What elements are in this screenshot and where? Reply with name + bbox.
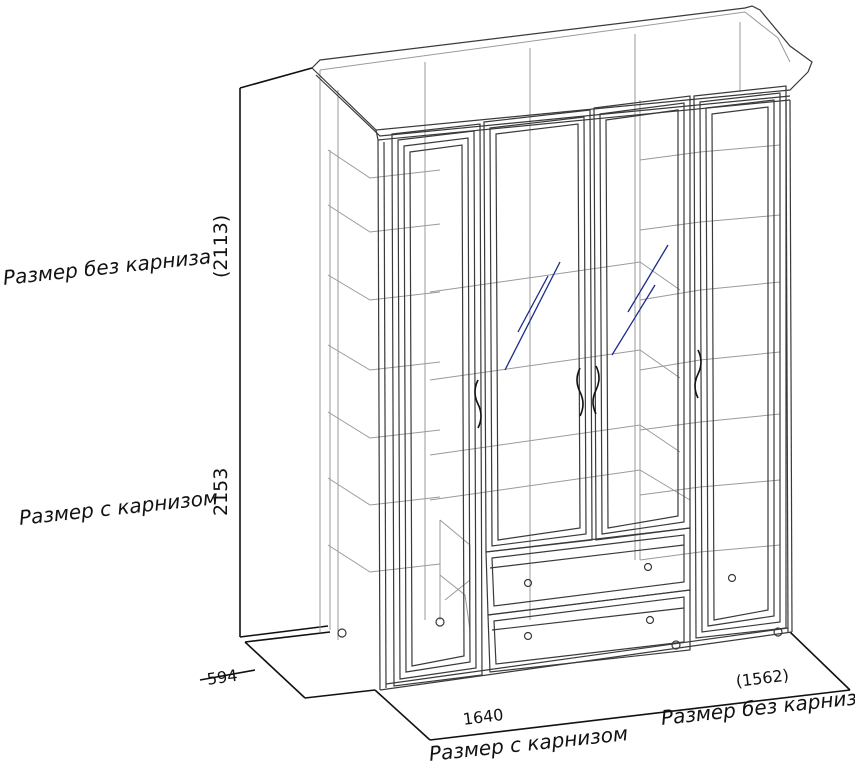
right-door bbox=[693, 85, 787, 639]
dimension-lines bbox=[199, 67, 851, 741]
feet bbox=[337, 617, 783, 650]
height-without-cornice-value: (2113) bbox=[210, 214, 232, 278]
depth-value: 594 bbox=[205, 665, 239, 689]
height-with-cornice-value: 2153 bbox=[210, 467, 232, 516]
drawers bbox=[485, 527, 691, 673]
left-door bbox=[391, 123, 483, 687]
door-handles bbox=[474, 349, 702, 429]
center-doors bbox=[483, 95, 691, 553]
interior-hidden-lines bbox=[319, 11, 791, 640]
